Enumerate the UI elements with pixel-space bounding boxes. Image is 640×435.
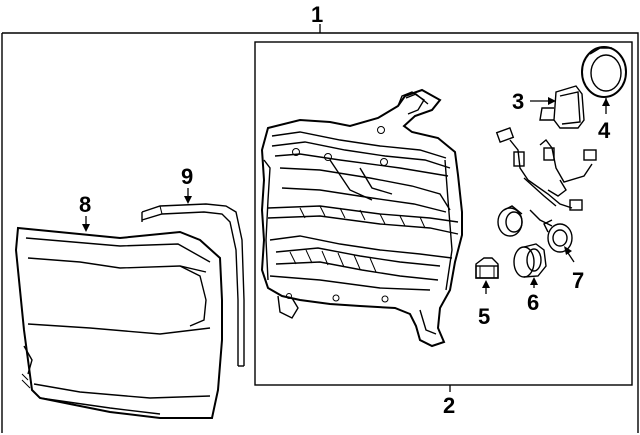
harness-socket xyxy=(497,205,523,237)
part-7-socket: 7 xyxy=(543,219,584,293)
callout-2-group: 2 xyxy=(443,385,455,418)
callout-9: 9 xyxy=(181,164,193,189)
part-8-lens: 8 xyxy=(14,192,223,419)
inner-box xyxy=(254,41,633,386)
wiring-harness xyxy=(495,127,597,227)
callout-8: 8 xyxy=(79,192,91,217)
callout-4: 4 xyxy=(598,118,611,143)
callout-1: 1 xyxy=(311,2,323,27)
callout-1-group: 1 xyxy=(311,2,323,33)
callout-5: 5 xyxy=(478,304,490,329)
callout-7: 7 xyxy=(572,268,584,293)
callout-3: 3 xyxy=(512,89,524,114)
part-4-seal: 4 xyxy=(581,46,627,143)
callout-6: 6 xyxy=(527,290,539,315)
callout-2: 2 xyxy=(443,393,455,418)
part-3-bulb: 3 xyxy=(512,85,585,129)
part-6-socket: 6 xyxy=(513,243,547,315)
part-9-strip: 9 xyxy=(141,164,245,367)
part-5-bulb: 5 xyxy=(475,257,499,329)
outer-frame xyxy=(1,32,639,433)
headlamp-housing xyxy=(260,88,463,348)
